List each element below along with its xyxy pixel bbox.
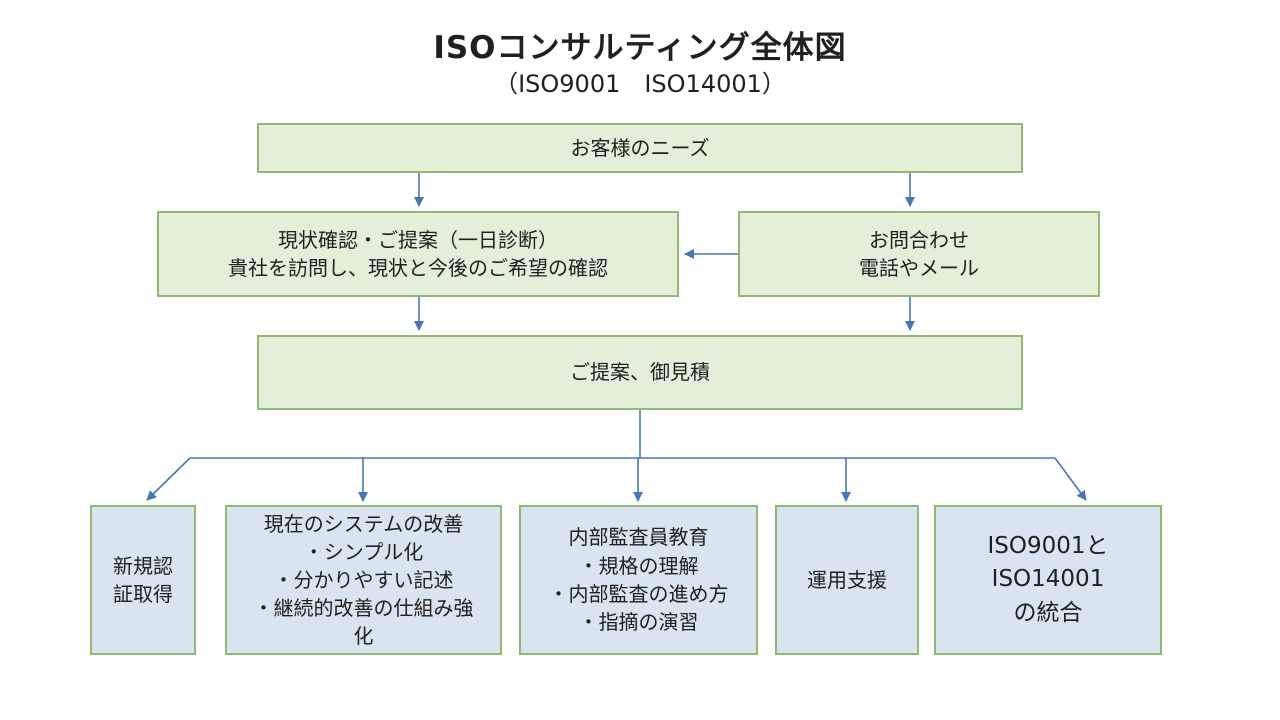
service-line: ・指摘の演習 xyxy=(578,610,699,635)
customer-needs-box: お客様のニーズ xyxy=(257,123,1023,173)
service-box-new-certification: 新規認証取得 xyxy=(90,505,196,655)
service-line: ISO9001と xyxy=(987,532,1109,559)
diagram-title: ISOコンサルティング全体図 xyxy=(433,30,847,66)
service-box-system-improvement: 現在のシステムの改善 ・シンプル化 ・分かりやすい記述 ・継続的改善の仕組み強化 xyxy=(225,505,502,655)
distribution-rail xyxy=(190,410,1055,459)
service-line: ・継続的改善の仕組み強化 xyxy=(253,596,474,648)
service-line: ・内部監査の進め方 xyxy=(548,582,729,606)
proposal-box: ご提案、御見積 xyxy=(257,335,1023,410)
service-line: ・規格の理解 xyxy=(578,553,699,578)
service-label: 新規認証取得 xyxy=(113,553,173,606)
inquiry-box: お問合わせ 電話やメール xyxy=(738,211,1100,297)
service-line: ・シンプル化 xyxy=(303,540,424,564)
service-box-operation-support: 運用支援 xyxy=(775,505,919,655)
service-line: の統合 xyxy=(1013,599,1083,626)
arrow-to-integration xyxy=(1054,457,1087,501)
service-box-auditor-training: 内部監査員教育 ・規格の理解 ・内部監査の進め方 ・指摘の演習 xyxy=(519,505,758,655)
service-line: 内部監査員教育 xyxy=(568,525,709,550)
assessment-line-2: 貴社を訪問し、現状と今後のご希望の確認 xyxy=(228,256,608,280)
inquiry-line-1: お問合わせ xyxy=(869,227,969,252)
service-line: ISO14001 xyxy=(991,566,1105,593)
assessment-line-1: 現状確認・ご提案（一日診断） xyxy=(278,227,558,252)
customer-needs-label: お客様のニーズ xyxy=(570,135,710,160)
arrow-to-new-certification xyxy=(146,457,191,501)
proposal-label: ご提案、御見積 xyxy=(570,360,710,385)
assessment-box: 現状確認・ご提案（一日診断） 貴社を訪問し、現状と今後のご希望の確認 xyxy=(157,211,679,297)
service-line: 現在のシステムの改善 xyxy=(263,512,464,536)
service-box-iso-integration: ISO9001と ISO14001 の統合 xyxy=(934,505,1162,655)
diagram-subtitle: （ISO9001 ISO14001） xyxy=(494,70,786,98)
service-label: 運用支援 xyxy=(807,567,887,592)
service-line: ・分かりやすい記述 xyxy=(273,568,454,592)
inquiry-line-2: 電話やメール xyxy=(859,256,979,280)
